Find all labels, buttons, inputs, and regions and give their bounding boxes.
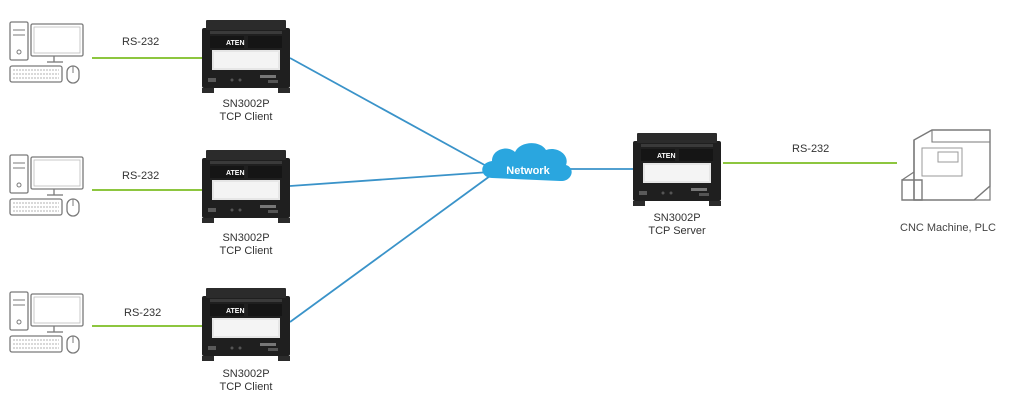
client-2-model: SN3002P bbox=[222, 232, 270, 244]
device-server: ATEN bbox=[633, 133, 721, 206]
brand-logo: ATEN bbox=[226, 40, 245, 47]
network-label: Network bbox=[506, 165, 550, 177]
rs232-label-1: RS-232 bbox=[122, 36, 160, 48]
brand-logo: ATEN bbox=[226, 308, 245, 315]
brand-logo: ATEN bbox=[226, 170, 245, 177]
server-role: TCP Server bbox=[648, 225, 706, 237]
server-model: SN3002P bbox=[653, 212, 701, 224]
client-3-model: SN3002P bbox=[222, 368, 270, 380]
network-link-2 bbox=[289, 171, 491, 187]
computer-icon bbox=[9, 154, 84, 217]
network-link-1 bbox=[289, 57, 491, 169]
client-3-role: TCP Client bbox=[219, 381, 273, 393]
client-1-model: SN3002P bbox=[222, 98, 270, 110]
client-2-role: TCP Client bbox=[219, 245, 273, 257]
device-client-1: ATEN bbox=[202, 20, 290, 93]
device-client-2: ATEN bbox=[202, 150, 290, 223]
rs232-label-server: RS-232 bbox=[792, 143, 830, 155]
brand-logo: ATEN bbox=[657, 153, 676, 160]
client-1-role: TCP Client bbox=[219, 111, 273, 123]
network-link-3 bbox=[289, 175, 491, 323]
cnc-machine-icon bbox=[901, 129, 991, 201]
computer-icon bbox=[9, 21, 84, 84]
network-cloud-icon: Network bbox=[482, 143, 572, 182]
server-caption: SN3002P TCP Server bbox=[617, 212, 737, 238]
computer-icon bbox=[9, 291, 84, 354]
client-2-caption: SN3002P TCP Client bbox=[186, 232, 306, 258]
client-1-caption: SN3002P TCP Client bbox=[186, 98, 306, 124]
client-3-caption: SN3002P TCP Client bbox=[186, 368, 306, 394]
device-client-3: ATEN bbox=[202, 288, 290, 361]
cnc-machine-label: CNC Machine, PLC bbox=[900, 222, 996, 234]
rs232-label-2: RS-232 bbox=[122, 170, 160, 182]
rs232-label-3: RS-232 bbox=[124, 307, 162, 319]
